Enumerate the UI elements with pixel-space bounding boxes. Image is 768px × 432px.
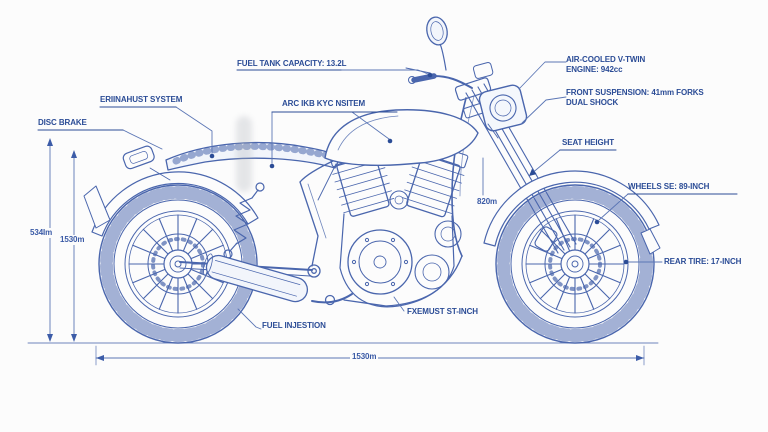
dimension-wheelbase: 1530m <box>350 352 379 362</box>
label-front-suspension-line1: FRONT SUSPENSION: 41mm FORKS <box>566 88 704 97</box>
label-rear-tire: REAR TIRE: 17-INCH <box>664 257 742 266</box>
label-underlines <box>37 69 738 195</box>
dimension-left-outer: 534Im <box>28 228 55 238</box>
front-fender-drawing <box>483 170 661 255</box>
label-fuel-injection: FUEL INJESTION <box>262 321 326 330</box>
leader-markers <box>209 72 629 265</box>
mirror-drawing <box>426 16 448 46</box>
label-engine: AIR-COOLED V-TWIN ENGINE: 942cc <box>566 55 645 75</box>
label-disc-brake: DISC BRAKE <box>38 118 87 127</box>
dimension-fork-height: 820m <box>475 197 500 207</box>
label-wheels: WHEELS SE: 89-INCH <box>628 182 710 191</box>
label-engine-line1: AIR-COOLED V-TWIN <box>566 55 646 64</box>
label-front-exhaust: FXEMUST ST-INCH <box>407 307 478 316</box>
dimension-arrows <box>47 138 644 361</box>
watermark-smudge <box>236 116 252 192</box>
headlight-drawing <box>478 84 528 139</box>
front-wheel-drawing <box>496 185 654 343</box>
label-front-suspension: FRONT SUSPENSION: 41mm FORKS DUAL SHOCK <box>566 88 704 108</box>
label-fuel-tank-capacity: FUEL TANK CAPACITY: 13.2L <box>237 59 347 68</box>
leader-lines <box>122 61 663 330</box>
rear-shock-drawing <box>223 182 265 259</box>
label-arc-system: ARC IKB KYC NSITEM <box>282 99 366 108</box>
label-engine-line2: ENGINE: 942cc <box>566 65 623 74</box>
label-seat-height: SEAT HEIGHT <box>562 138 615 147</box>
rear-fender-drawing <box>83 145 259 237</box>
label-front-suspension-line2: DUAL SHOCK <box>566 98 619 107</box>
handlebar-drawing <box>405 16 494 89</box>
label-exhaust-system: ERIINAHUST SYSTEM <box>100 95 183 104</box>
seat-drawing <box>165 141 341 171</box>
exhaust-drawing <box>202 253 353 304</box>
dimension-left-inner: 1530m <box>58 235 87 245</box>
fuel-tank-drawing <box>324 109 479 166</box>
